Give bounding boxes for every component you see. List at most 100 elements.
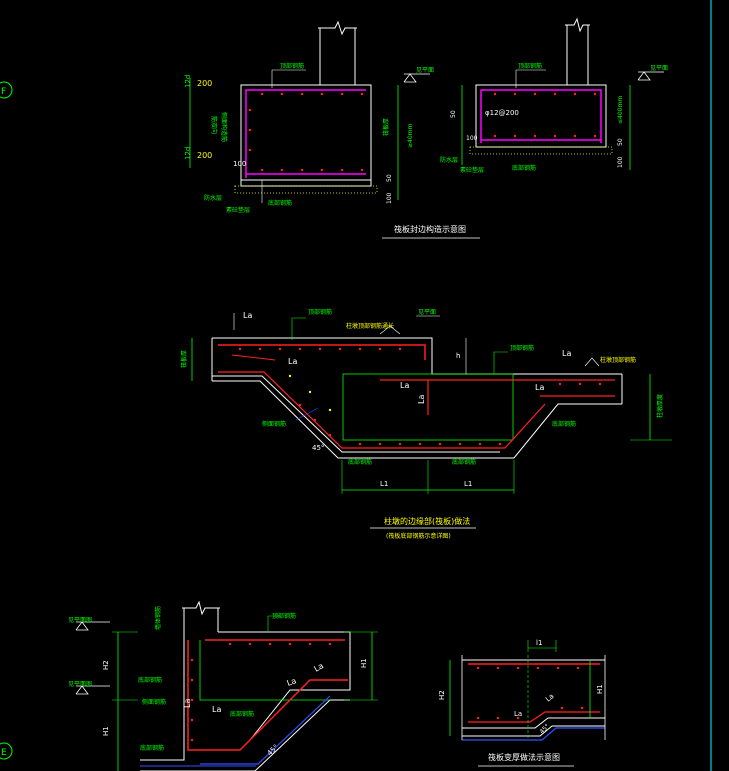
wall-h1b: H1 [360, 658, 368, 668]
thin-label-top-rebar: 顶部钢筋 [518, 62, 542, 70]
wall-h2: H2 [102, 660, 110, 670]
pier-label-bottom-rebar: 底部钢筋 [348, 458, 372, 466]
slab-outline [240, 84, 372, 181]
wall-label-bottom-3: 底部钢筋 [140, 744, 164, 752]
thin-slab-outline [475, 84, 607, 148]
pier-label-bottom-rebar-2: 底部钢筋 [452, 458, 476, 466]
rebar-dots [248, 92, 364, 172]
waterproof-outline [240, 180, 372, 187]
drawing2-title: 柱墩的边缘部(筏板)做法 [384, 516, 470, 526]
pier-label-elevation: 见平面 [418, 309, 436, 316]
thin-label-cushion: 素砼垫层 [460, 166, 484, 174]
axis-marker-bottom-label: E [1, 748, 7, 758]
dim-50: 50 [386, 174, 393, 182]
pier-la-5: La [562, 349, 571, 358]
drawing4-title: 筏板变厚做法示意图 [488, 752, 560, 762]
wall-label-wall: 墙体钢筋 [154, 606, 162, 630]
label-bottom-rebar: 底部钢筋 [268, 199, 292, 207]
wall-la-3: La [212, 705, 221, 714]
pier-label-top-rebar-2: 顶部钢筋 [510, 344, 534, 352]
wall-label-side: 侧面钢筋 [142, 698, 166, 706]
axis-marker-top: F [0, 81, 13, 99]
change-la: La [514, 710, 522, 718]
pier-la-4: La [417, 395, 426, 404]
pier-label-top-rebar: 顶部钢筋 [308, 308, 332, 316]
label-side-rebar: 侧面构造筋 [220, 112, 228, 142]
dim-100: 100 [233, 160, 246, 168]
pier-label-side: 侧面钢筋 [262, 420, 286, 428]
pier-la-3: La [400, 381, 409, 390]
dim-12d-top: 12d [184, 75, 192, 88]
drawing-column-pier-detail: La La La La La La 顶部钢筋 柱墩顶部钢筋通长 见平面 h 顶部… [180, 308, 672, 494]
thin-label-elevation: 见平面 [650, 65, 668, 72]
wall-label-bottom-2: 底部钢筋 [230, 710, 254, 718]
pier-top-outline [212, 337, 622, 375]
thin-dim-100: 100 [466, 135, 478, 142]
label-elevation: 见平面 [416, 67, 434, 74]
wall-label-elev-bottom: 见平面图 [68, 681, 92, 688]
wall-step-rebar [187, 640, 348, 751]
wall-label-elev-top: 见平面图 [68, 617, 92, 624]
label-thickness: 筏板厚 [382, 118, 390, 136]
label-rebar-spec: 筋双向 [210, 116, 218, 134]
dim-200-top: 200 [197, 79, 212, 88]
pier-label-note-2: 柱墩顶部钢筋 [600, 356, 636, 364]
wall-label-top-rebar: 顶部钢筋 [272, 612, 296, 620]
dim-12d-bottom: 12d [184, 147, 192, 160]
axis-marker-top-label: F [1, 87, 6, 97]
pier-dim-l1-b: L1 [464, 480, 472, 488]
drawing-raft-edge-detail: 200 200 12d 12d 侧面构造筋 筋双向 100 筏板厚 ≥40mm … [184, 20, 434, 214]
wall-la-2: La [313, 661, 326, 674]
drawing2-subtitle: (筏板底部钢筋示意详图) [386, 532, 451, 540]
pier-la-2: La [288, 357, 297, 366]
thin-dim-50: 50 [450, 110, 457, 118]
thin-label-thickness: ≤400mm [617, 96, 624, 124]
drawing-wall-step-detail: La La La La 45° 顶部钢筋 墙体钢筋 底部钢筋 侧面钢筋 底部钢筋… [68, 600, 378, 771]
pier-bottom-outline [212, 380, 622, 459]
thin-dim-100b: 100 [617, 156, 624, 168]
wall-la-1: La [286, 676, 298, 688]
change-dim-top: l1 [536, 639, 542, 647]
drawing-raft-thickness-change: l1 H2 H1 La La 45° [438, 639, 606, 741]
wall-la-4: La [183, 699, 192, 708]
label-cushion: 素砼垫层 [226, 206, 250, 214]
break-line [318, 20, 357, 36]
drawing-thin-slab-detail: 顶部钢筋 φ12@200 50 100 ≤400mm 50 100 见平面 防水… [440, 17, 668, 174]
change-h2: H2 [438, 690, 446, 700]
drawing1-title: 筏板封边构造示意图 [394, 224, 466, 234]
label-top-rebar: 顶部钢筋 [280, 62, 304, 70]
pier-top-rebar [218, 344, 426, 360]
pier-dim-l1-a: L1 [380, 480, 388, 488]
thin-slab-rebar [480, 89, 602, 143]
change-h1: H1 [596, 684, 604, 694]
elevation-marker [403, 73, 417, 83]
pier-label-note: 柱墩顶部钢筋通长 [346, 322, 394, 330]
pier-inner-box [342, 373, 514, 441]
thin-slab-cushion [469, 146, 613, 155]
thin-label-spec: φ12@200 [485, 109, 519, 117]
wall-label-bottom: 底部钢筋 [138, 676, 162, 684]
label-waterproof: 防水层 [204, 194, 222, 202]
dim-100b: 100 [386, 192, 393, 204]
pier-left-dim: 筏板厚 [180, 350, 188, 368]
pier-la-1: La [243, 311, 252, 320]
top-rebar [245, 89, 366, 178]
pier-label-h: h [456, 352, 460, 360]
thin-dim-50b: 50 [617, 138, 624, 146]
thin-label-bottom-rebar: 底部钢筋 [512, 164, 536, 172]
wall-step-outline [218, 631, 351, 741]
label-thickness-value: ≥40mm [407, 123, 414, 148]
change-la-2: La [544, 692, 555, 703]
pier-angle: 45° [312, 444, 324, 452]
cushion-layer [234, 185, 378, 194]
thin-label-waterproof: 防水层 [440, 156, 458, 164]
dim-200-bottom: 200 [197, 151, 212, 160]
wall-h1: H1 [102, 726, 110, 736]
axis-marker-bottom: E [0, 742, 13, 760]
pier-label-bottom-rebar-3: 底部钢筋 [552, 420, 576, 428]
pier-la-6: La [535, 383, 544, 392]
pier-right-dim: 柱墩厚度 [656, 394, 664, 418]
pier-left-slope [212, 375, 500, 453]
